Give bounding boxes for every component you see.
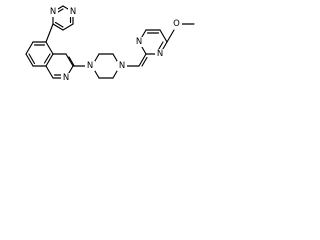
atom-n-piperazine-right: N bbox=[119, 61, 125, 71]
bond bbox=[45, 53, 54, 67]
methoxy-group bbox=[166, 23, 195, 43]
atom-n-pyrimidine-right-1: N bbox=[157, 49, 163, 59]
bond bbox=[159, 29, 168, 43]
bond bbox=[43, 53, 51, 64]
bond bbox=[141, 56, 148, 67]
quinoline-benzo-ring bbox=[25, 41, 54, 67]
bond bbox=[45, 41, 54, 55]
bond bbox=[45, 65, 54, 79]
bond bbox=[138, 53, 147, 67]
piperazine-ring bbox=[91, 53, 121, 79]
molecule-diagram: N N N N N N N O bbox=[25, 5, 195, 83]
atom-labels: N N N N N N N O bbox=[48, 7, 182, 83]
bond bbox=[65, 53, 74, 67]
atom-n-pyrimidine-top-2: N bbox=[70, 7, 76, 17]
pyrimidine-right-ring bbox=[138, 29, 168, 67]
atom-n-quinoline: N bbox=[63, 73, 69, 83]
atom-n-piperazine-left: N bbox=[87, 61, 93, 71]
structure-canvas: N N N N N N N O bbox=[0, 0, 208, 116]
bond bbox=[25, 41, 34, 55]
atom-n-pyrimidine-right-2: N bbox=[136, 37, 142, 47]
bond bbox=[166, 29, 175, 43]
atom-o-methoxy: O bbox=[173, 19, 180, 29]
atom-n-pyrimidine-top-1: N bbox=[50, 7, 56, 17]
bond bbox=[25, 53, 34, 67]
bond bbox=[28, 53, 36, 65]
bond bbox=[52, 23, 64, 31]
biaryl-bond bbox=[45, 23, 54, 43]
bond bbox=[62, 23, 74, 31]
bond bbox=[68, 56, 75, 67]
bond bbox=[54, 21, 64, 28]
